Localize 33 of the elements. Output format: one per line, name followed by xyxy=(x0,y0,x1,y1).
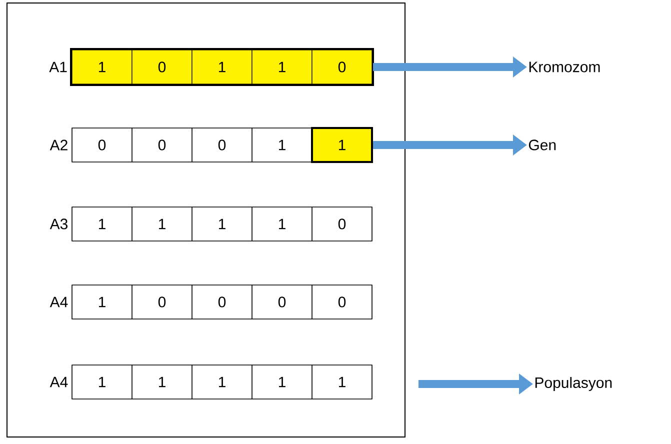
gene-cell: 1 xyxy=(72,284,132,320)
gene-cell: 0 xyxy=(312,284,372,320)
gene-cell: 1 xyxy=(252,364,312,400)
gene-cell: 1 xyxy=(311,127,373,163)
gene-cell: 0 xyxy=(252,284,312,320)
gene-cell: 1 xyxy=(192,364,252,400)
gene-cell: 0 xyxy=(132,284,192,320)
gene-cell: 0 xyxy=(312,206,372,242)
gene-cell: 1 xyxy=(72,364,132,400)
callout-text: Populasyon xyxy=(535,377,612,391)
callout-text: Gen xyxy=(528,140,556,150)
gene-cell: 0 xyxy=(192,128,252,162)
node-label: A1 xyxy=(49,62,67,72)
gene-cell: 1 xyxy=(252,50,312,84)
gene-cell: 0 xyxy=(132,50,192,84)
gene-cell: 1 xyxy=(312,364,372,400)
gene-cell: 1 xyxy=(252,206,312,242)
gene-cell: 0 xyxy=(312,50,372,84)
population-frame xyxy=(6,2,406,438)
gene-cell: 0 xyxy=(192,284,252,320)
gene-cell: 1 xyxy=(72,50,132,84)
node-label: A3 xyxy=(50,218,68,230)
node-label: A4 xyxy=(50,376,68,388)
gene-cell: 0 xyxy=(132,128,192,162)
node-label: A4 xyxy=(50,296,68,308)
callout-text: Kromozom xyxy=(529,62,600,72)
gene-cell: 1 xyxy=(192,50,252,84)
gene-cell: 0 xyxy=(72,128,132,162)
gene-cell: 1 xyxy=(192,206,252,242)
gene-cell: 1 xyxy=(132,364,192,400)
gene-cell: 1 xyxy=(72,206,132,242)
node-label: A2 xyxy=(50,140,68,150)
gene-cell: 1 xyxy=(132,206,192,242)
